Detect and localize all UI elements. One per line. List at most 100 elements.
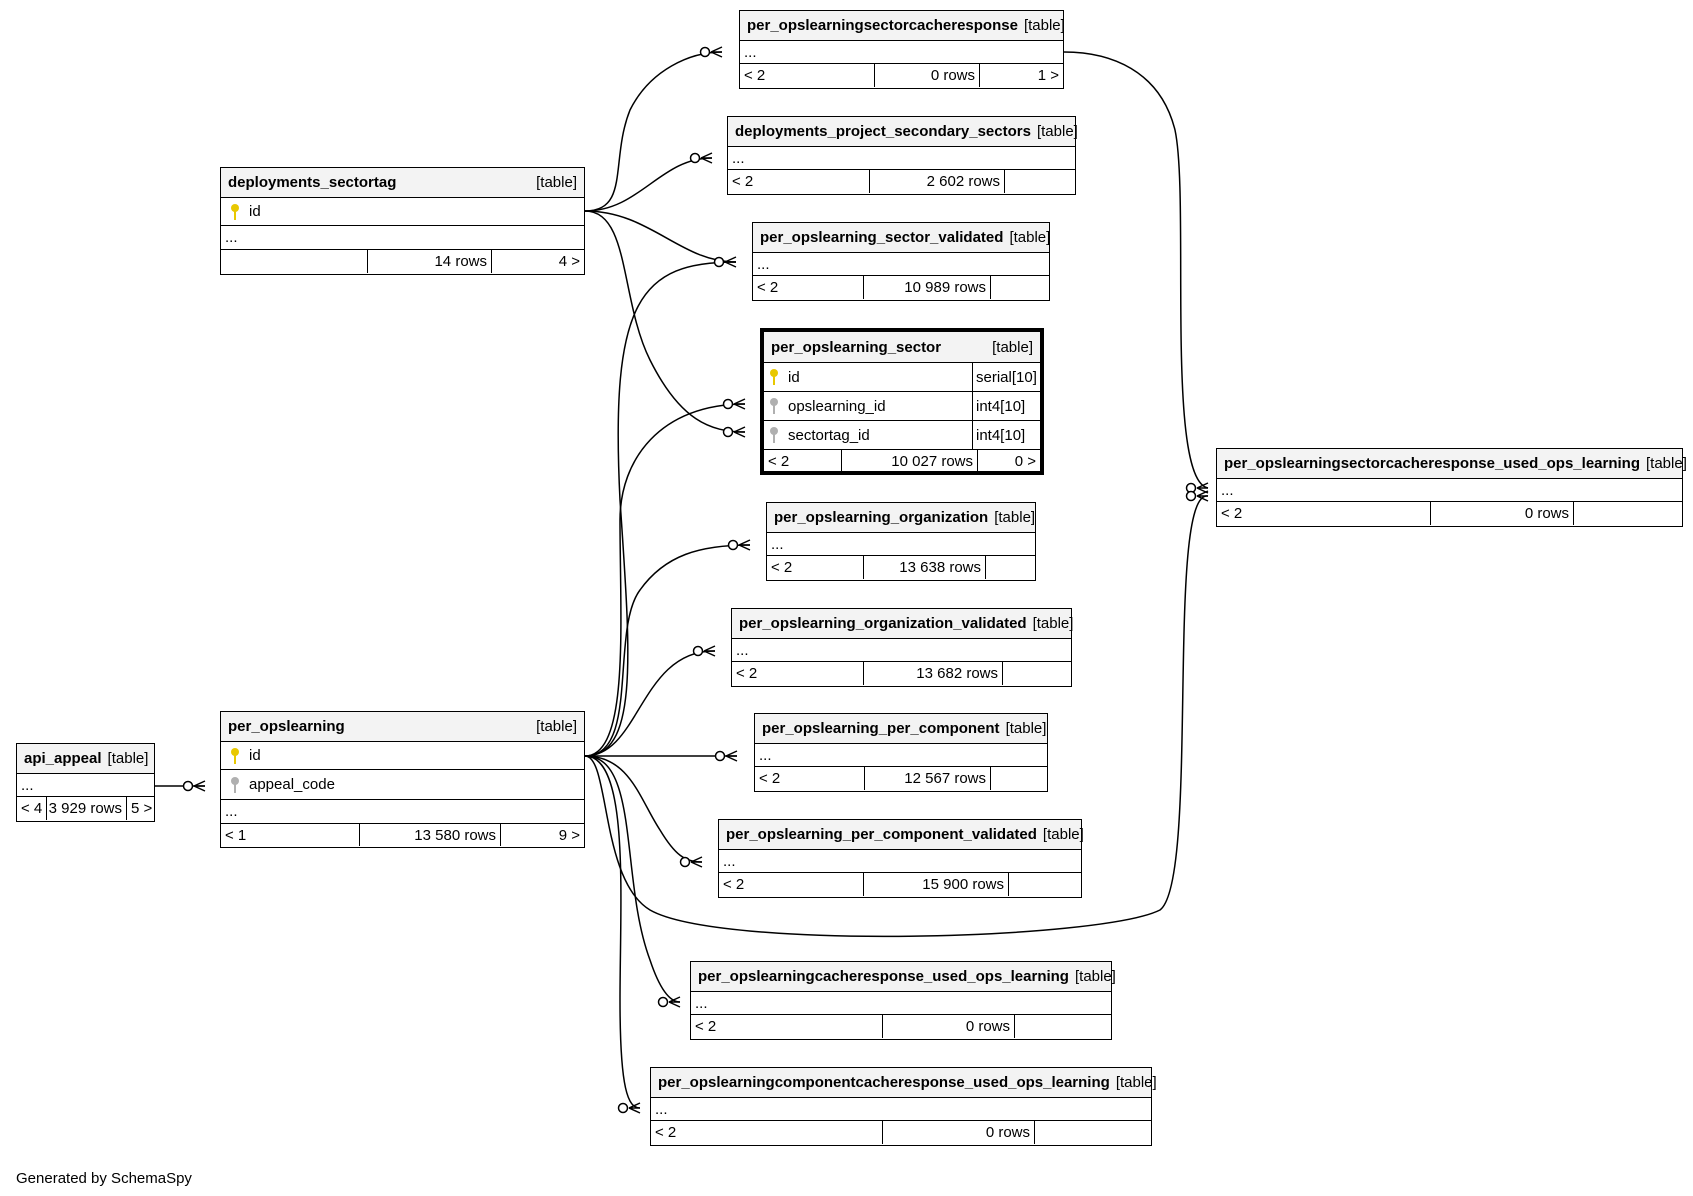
column-placeholder: ... — [655, 1100, 668, 1118]
parents-count: < 1 — [225, 826, 247, 844]
parents-count — [221, 250, 367, 273]
parents-count: < 2 — [732, 173, 754, 190]
row-count: 0 rows — [882, 1015, 1015, 1038]
table-type: [table] — [1115, 1074, 1157, 1091]
children-count — [1574, 502, 1682, 525]
table-per-opslearningcacheresponse-used-ops-learning[interactable]: per_opslearningcacheresponse_used_ops_le… — [690, 961, 1116, 1040]
parents-count: < 2 — [695, 1018, 717, 1035]
edge-opslearning-cacheresponse-used — [584, 755, 681, 1003]
primary-key-icon — [768, 368, 782, 386]
parents-count: < 2 — [759, 770, 781, 787]
table-per-opslearning-organization-validated[interactable]: per_opslearning_organization_validated [… — [731, 608, 1074, 687]
table-name: per_opslearning_sector_validated — [760, 229, 1004, 246]
zero-or-many-marker — [689, 152, 713, 164]
table-per-opslearning-sector-validated[interactable]: per_opslearning_sector_validated [table]… — [752, 222, 1050, 301]
table-name: per_opslearningcomponentcacheresponse_us… — [658, 1074, 1110, 1091]
parents-count: < 2 — [768, 452, 790, 470]
table-name: per_opslearning_organization — [774, 509, 989, 526]
table-name: per_opslearningsectorcacheresponse_used_… — [1224, 455, 1640, 472]
table-type: [table] — [1036, 123, 1078, 140]
zero-or-many-marker — [182, 780, 206, 792]
column-appeal-code: appeal_code — [249, 776, 335, 793]
table-name: deployments_sectortag — [228, 174, 397, 191]
table-per-opslearning[interactable]: per_opslearning [table] id appeal_code .… — [220, 711, 585, 848]
table-name: per_opslearning_per_component_validated — [726, 826, 1037, 843]
parents-count: < 2 — [723, 876, 745, 893]
row-count: 0 rows — [882, 1121, 1035, 1144]
zero-or-many-marker — [692, 645, 716, 657]
column-sectortag-id: sectortag_id — [788, 426, 870, 444]
table-type: [table] — [994, 509, 1036, 526]
children-count — [1015, 1015, 1111, 1038]
table-type: [table] — [536, 718, 577, 735]
row-count: 10 027 rows — [841, 450, 978, 472]
column-type: serial[10] — [972, 363, 1040, 391]
table-per-opslearningsectorcacheresponse[interactable]: per_opslearningsectorcacheresponse [tabl… — [739, 10, 1065, 89]
parents-count: < 2 — [771, 559, 793, 576]
table-per-opslearningcomponentcacheresponse-used-ops-learning[interactable]: per_opslearningcomponentcacheresponse_us… — [650, 1067, 1157, 1146]
parents-count: < 2 — [744, 67, 766, 84]
table-deployments-sectortag[interactable]: deployments_sectortag [table] id ... 14 … — [220, 167, 585, 275]
table-name: per_opslearning — [228, 718, 345, 735]
zero-or-many-marker — [722, 398, 746, 410]
table-name: per_opslearning_sector — [771, 338, 942, 356]
edge-opslearning-organization-validated — [584, 650, 716, 757]
children-count — [1009, 873, 1081, 896]
table-per-opslearning-organization[interactable]: per_opslearning_organization [table] ...… — [766, 502, 1036, 581]
table-deployments-project-secondary-sectors[interactable]: deployments_project_secondary_sectors [t… — [727, 116, 1078, 195]
children-count — [1003, 662, 1071, 685]
column-placeholder: ... — [732, 149, 745, 167]
children-count — [991, 276, 1049, 299]
edge-opslearning-organization — [584, 544, 751, 757]
column-placeholder: ... — [21, 776, 34, 794]
column-placeholder: ... — [759, 746, 772, 764]
table-name: per_opslearning_per_component — [762, 720, 1000, 737]
zero-or-many-marker — [713, 256, 737, 268]
edge-opslearning-sector — [584, 403, 746, 757]
table-name: per_opslearningcacheresponse_used_ops_le… — [698, 968, 1069, 985]
column-placeholder: ... — [744, 43, 757, 61]
row-count: 2 602 rows — [869, 170, 1005, 193]
table-per-opslearningsectorcacheresponse-used-ops-learning[interactable]: per_opslearningsectorcacheresponse_used_… — [1216, 448, 1687, 527]
column-id: id — [788, 368, 800, 386]
column-placeholder: ... — [695, 994, 708, 1012]
row-count: 13 682 rows — [863, 662, 1003, 685]
column-type: int4[10] — [972, 421, 1040, 449]
children-count — [1035, 1121, 1151, 1144]
column-placeholder: ... — [736, 641, 749, 659]
table-per-opslearning-per-component-validated[interactable]: per_opslearning_per_component_validated … — [718, 819, 1084, 898]
column-opslearning-id: opslearning_id — [788, 397, 886, 415]
primary-key-icon — [229, 747, 243, 765]
table-type: [table] — [1074, 968, 1116, 985]
column-placeholder: ... — [771, 535, 784, 553]
parents-count: < 4 — [21, 800, 43, 817]
table-per-opslearning-per-component[interactable]: per_opslearning_per_component [table] ..… — [754, 713, 1048, 792]
table-name: api_appeal — [24, 750, 102, 767]
children-count: 4 > — [558, 253, 580, 270]
parents-count: < 2 — [1221, 505, 1243, 522]
children-count: 1 > — [1037, 67, 1059, 84]
row-count: 13 580 rows — [359, 824, 501, 846]
row-count: 12 567 rows — [864, 767, 991, 790]
column-placeholder: ... — [225, 229, 238, 246]
children-count — [991, 767, 1047, 790]
table-type: [table] — [1009, 229, 1051, 246]
column-type: int4[10] — [972, 392, 1040, 420]
edge-opslearning-sector-validated — [584, 261, 737, 757]
parents-count: < 2 — [736, 665, 758, 682]
row-count: 13 638 rows — [863, 556, 986, 579]
column-id: id — [249, 203, 261, 220]
column-placeholder: ... — [723, 852, 736, 870]
foreign-key-icon — [768, 397, 782, 415]
table-type: [table] — [1032, 615, 1074, 632]
row-count: 0 rows — [874, 64, 980, 87]
edge-sectortag-sector — [584, 210, 746, 433]
parents-count: < 2 — [757, 279, 779, 296]
foreign-key-icon — [229, 776, 243, 794]
row-count: 10 989 rows — [863, 276, 991, 299]
table-type: [table] — [1023, 17, 1065, 34]
table-per-opslearning-sector[interactable]: per_opslearning_sector [table] id serial… — [760, 328, 1044, 475]
table-api-appeal[interactable]: api_appeal [table] ... < 4 3 929 rows 5 … — [16, 743, 155, 822]
zero-or-many-marker — [727, 539, 751, 551]
